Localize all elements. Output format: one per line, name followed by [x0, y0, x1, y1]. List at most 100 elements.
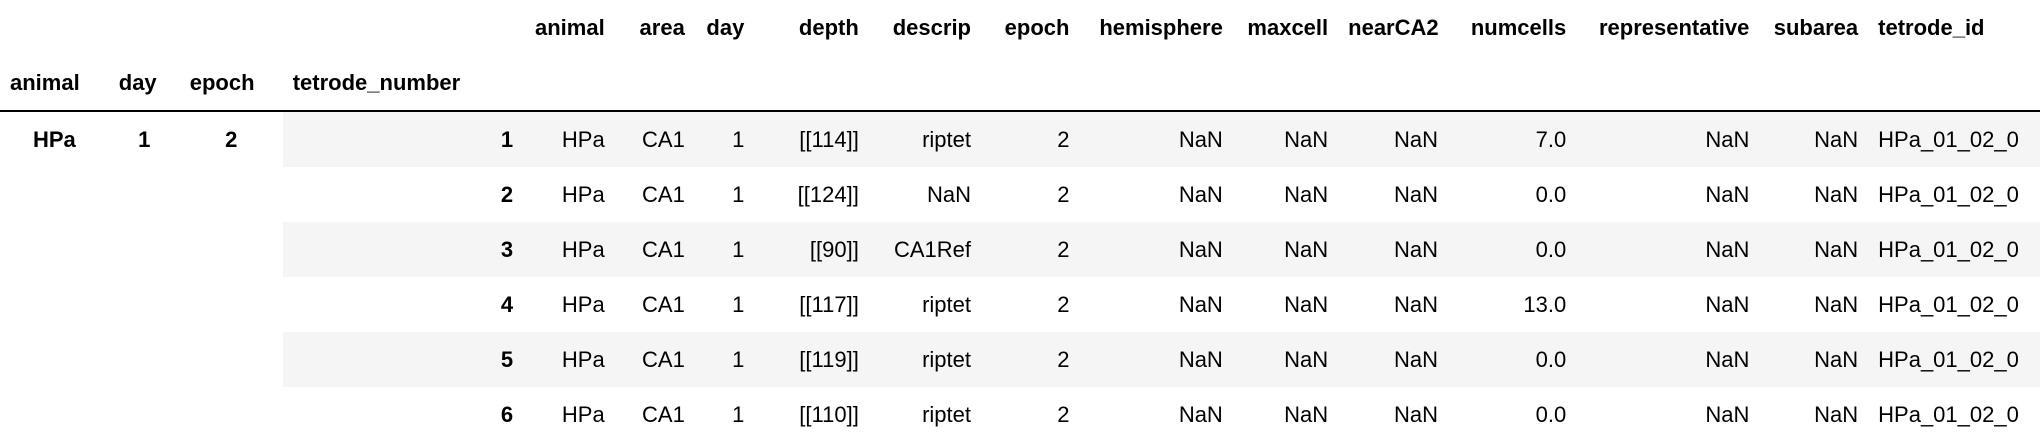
cell-day: 1 [694, 222, 755, 277]
header-spacer [754, 55, 868, 111]
cell-nearCA2: NaN [1338, 222, 1449, 277]
cell-maxcell: NaN [1284, 402, 1329, 427]
cell-subarea: NaN [1759, 222, 1869, 277]
cell-subarea: NaN [1814, 182, 1859, 207]
row-index-tetrode-number: 6 [500, 402, 514, 427]
row-index-tetrode-number: 3 [282, 222, 524, 277]
cell-nearCA2: NaN [1394, 292, 1439, 317]
cell-epoch: 2 [981, 332, 1080, 387]
cell-area: CA1 [642, 402, 685, 427]
cell-animal: HPa [561, 292, 605, 317]
cell-numcells: 0.0 [1448, 222, 1577, 277]
header-spacer [1233, 55, 1338, 111]
cell-numcells: 7.0 [1448, 111, 1577, 167]
header-spacer [1576, 55, 1759, 111]
header-spacer [869, 55, 981, 111]
column-header-maxcell: maxcell [1247, 15, 1329, 40]
column-header-numcells: numcells [1470, 15, 1567, 40]
cell-numcells: 0.0 [1448, 332, 1577, 387]
cell-depth: [[114]] [754, 111, 869, 167]
cell-nearCA2: NaN [1394, 402, 1439, 427]
header-spacer [523, 55, 615, 111]
cell-descrip: riptet [922, 402, 971, 427]
cell-subarea: NaN [1814, 402, 1859, 427]
cell-descrip: riptet [868, 111, 981, 167]
header-spacer [180, 0, 283, 55]
row-index-tetrode-number: 5 [282, 332, 524, 387]
cell-animal: HPa [523, 332, 615, 387]
cell-animal: HPa [561, 402, 605, 427]
cell-nearCA2: NaN [1338, 111, 1449, 167]
cell-representative: NaN [1705, 402, 1750, 427]
cell-day: 1 [732, 402, 745, 427]
cell-hemisphere: NaN [1178, 292, 1223, 317]
cell-area: CA1 [614, 222, 695, 277]
cell-maxcell: NaN [1232, 332, 1339, 387]
cell-maxcell: NaN [1284, 182, 1329, 207]
cell-nearCA2: NaN [1394, 182, 1439, 207]
cell-day: 1 [732, 182, 745, 207]
header-spacer [1759, 55, 1868, 111]
column-header-hemisphere: hemisphere [1099, 15, 1223, 40]
header-spacer [1448, 55, 1576, 111]
cell-subarea: NaN [1814, 292, 1859, 317]
cell-animal: HPa [523, 222, 615, 277]
cell-tetrode-id: HPa_01_02_0 [1878, 402, 2019, 427]
index-name-animal: animal [10, 70, 80, 95]
cell-area: CA1 [614, 111, 695, 167]
cell-representative: NaN [1705, 292, 1750, 317]
cell-maxcell: NaN [1232, 111, 1339, 167]
cell-area: CA1 [642, 292, 685, 317]
header-spacer [981, 55, 1079, 111]
cell-nearCA2: NaN [1338, 332, 1449, 387]
cell-numcells: 13.0 [1523, 292, 1567, 317]
header-spacer [695, 55, 755, 111]
cell-depth: [[110]] [799, 402, 859, 427]
header-spacer [109, 0, 180, 55]
cell-hemisphere: NaN [1079, 111, 1233, 167]
column-header-tetrode-id: tetrode_id [1878, 15, 1985, 40]
index-name-epoch: epoch [189, 70, 255, 95]
column-header-subarea: subarea [1773, 15, 1859, 40]
cell-epoch: 2 [1057, 402, 1070, 427]
cell-subarea: NaN [1759, 111, 1869, 167]
column-header-nearCA2: nearCA2 [1348, 15, 1439, 40]
column-header-depth: depth [798, 15, 859, 40]
cell-tetrode-id: HPa_01_02_0 [1868, 332, 2040, 387]
cell-depth: [[90]] [754, 222, 869, 277]
cell-day: 1 [732, 292, 745, 317]
index-name-row: animal day epoch tetrode_number [0, 55, 2040, 111]
index-name-tetrode-number: tetrode_number [292, 70, 461, 95]
cell-numcells: 0.0 [1535, 402, 1567, 427]
cell-epoch: 2 [981, 111, 1080, 167]
cell-depth: [[119]] [754, 332, 869, 387]
cell-hemisphere: NaN [1178, 182, 1223, 207]
cell-representative: NaN [1576, 111, 1760, 167]
column-header-epoch: epoch [1004, 15, 1070, 40]
cell-representative: NaN [1576, 332, 1760, 387]
cell-epoch: 2 [1057, 182, 1070, 207]
cell-tetrode-id: HPa_01_02_0 [1868, 222, 2040, 277]
index-name-day: day [118, 70, 157, 95]
cell-day: 1 [694, 332, 755, 387]
cell-descrip: CA1Ref [868, 222, 981, 277]
cell-hemisphere: NaN [1178, 402, 1223, 427]
column-header-animal: animal [535, 15, 605, 40]
cell-descrip: riptet [868, 332, 981, 387]
cell-tetrode-id: HPa_01_02_0 [1868, 111, 2040, 167]
column-header-descrip: descrip [892, 15, 971, 40]
table-row: 6 HPa CA1 1 [[110]] riptet 2 NaN NaN NaN 0.0 NaN NaN… [0, 387, 2040, 442]
cell-epoch: 2 [981, 222, 1080, 277]
cell-hemisphere: NaN [1079, 222, 1233, 277]
cell-representative: NaN [1705, 182, 1750, 207]
header-spacer [0, 0, 109, 55]
cell-day: 1 [694, 111, 755, 167]
cell-maxcell: NaN [1232, 222, 1339, 277]
cell-representative: NaN [1576, 222, 1760, 277]
cell-area: CA1 [614, 332, 695, 387]
